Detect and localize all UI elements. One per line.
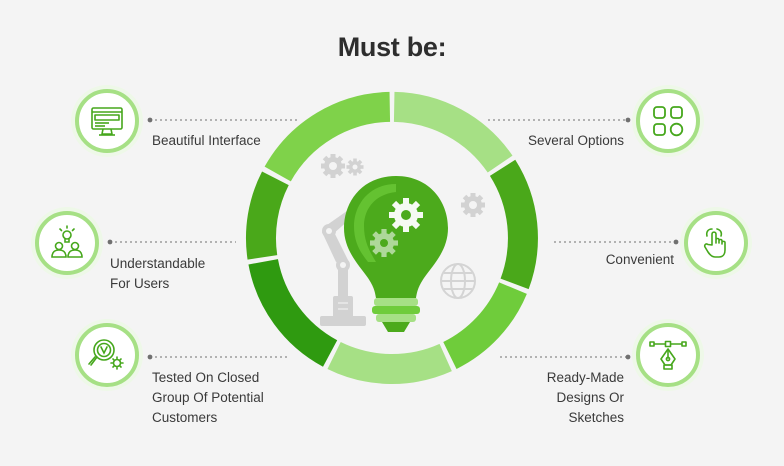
ring-segment-bottom-right	[442, 281, 527, 369]
connector-dot-right-2	[673, 239, 679, 245]
ring-segment-bottom-left	[248, 258, 338, 367]
badge-convenient	[684, 211, 748, 275]
badge-beautiful-interface	[75, 89, 139, 153]
pointer-hand-icon	[703, 228, 726, 258]
grid-options-icon	[653, 106, 684, 137]
badge-several-options	[636, 89, 700, 153]
monitor-icon	[91, 107, 123, 136]
gray-gears-icon	[321, 154, 485, 217]
badge-ready-made-designs	[636, 323, 700, 387]
connector-dot-right-3	[625, 354, 631, 360]
users-icon	[51, 225, 83, 258]
ring-segment-top-right	[393, 91, 513, 173]
ring-segment-bottom	[327, 341, 452, 384]
connector-dot-left-2	[107, 239, 113, 245]
label-several-options: Several Options	[527, 133, 624, 148]
ring-segment-top-left	[264, 91, 391, 182]
light-bulb-icon	[344, 176, 448, 332]
label-ready-made-designs: Ready-Made Designs Or Sketches	[546, 370, 624, 425]
label-convenient: Convenient	[605, 252, 674, 267]
badge-understandable-for-users	[35, 211, 99, 275]
ring	[245, 91, 538, 384]
label-tested-on-closed-group: Tested On Closed Group Of Potential Cust…	[152, 370, 264, 425]
globe-icon	[440, 263, 476, 299]
badge-tested-on-closed-group	[75, 323, 139, 387]
label-beautiful-interface: Beautiful Interface	[152, 133, 261, 148]
ring-segment-right	[489, 159, 538, 290]
label-understandable-for-users: Understandable For Users	[110, 256, 206, 291]
magnifier-gear-icon	[88, 339, 124, 370]
page-title: Must be:	[337, 32, 447, 62]
connector-dot-left-1	[147, 117, 153, 123]
pen-tool-icon	[649, 340, 687, 370]
connector-dot-left-3	[147, 354, 153, 360]
ring-segment-left	[245, 171, 289, 260]
connector-dot-right-1	[625, 117, 631, 123]
